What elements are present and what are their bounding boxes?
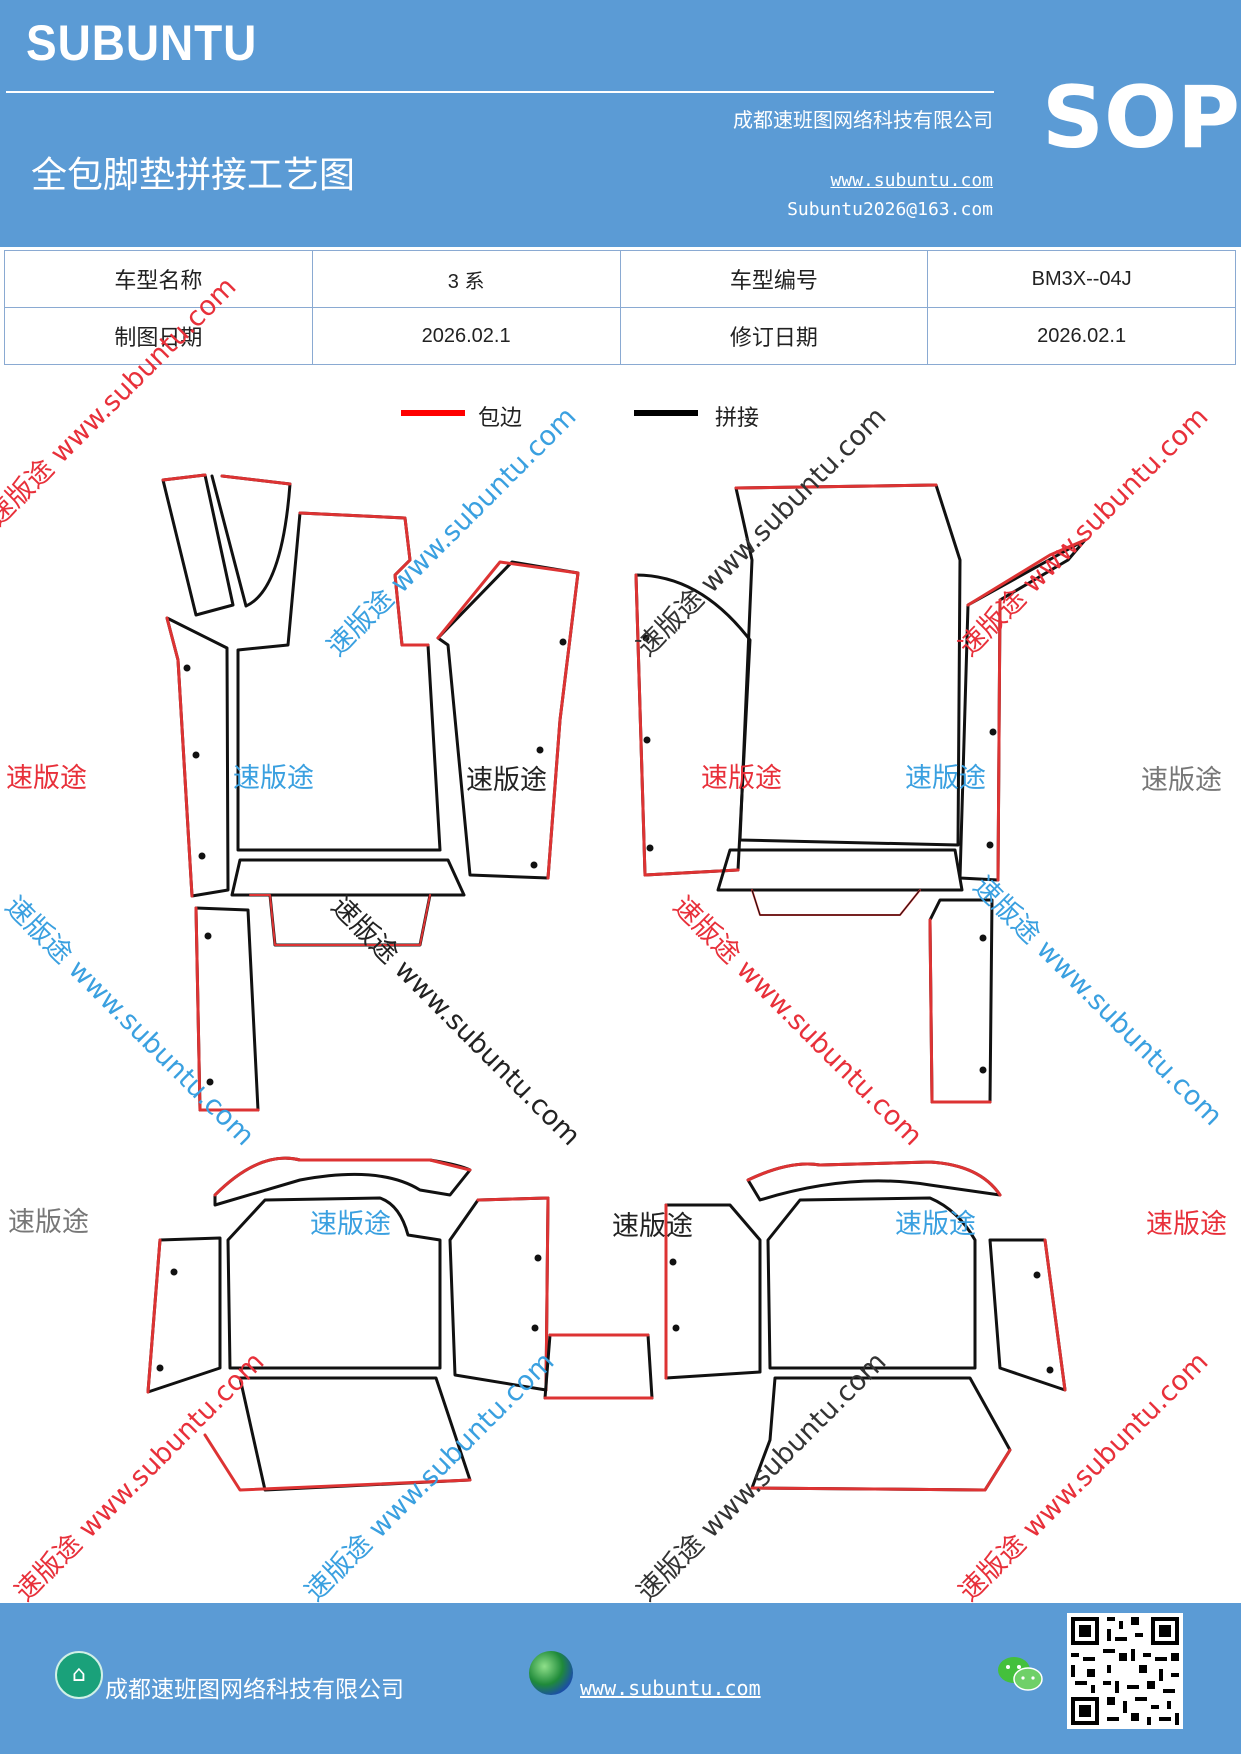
header-banner: SUBUNTU 成都速班图网络科技有限公司 全包脚垫拼接工艺图 www.subu… [0, 0, 1241, 247]
hole-dot [156, 1364, 164, 1372]
hole-dot [198, 852, 206, 860]
front-right-mat-set [634, 483, 1087, 1104]
page-title: 全包脚垫拼接工艺图 [31, 155, 356, 196]
hole-dot [979, 1066, 987, 1074]
header-divider [6, 91, 994, 93]
header-website-link[interactable]: www.subuntu.com [830, 170, 993, 191]
table-row: 车型名称 3 系 车型编号 BM3X--04J [4, 250, 1236, 308]
hole-dot [672, 1324, 680, 1332]
hole-dot [643, 736, 651, 744]
rear-right-mat-set [664, 1160, 1067, 1492]
watermark-text: 速版途 [905, 763, 986, 794]
draw-date-value: 2026.02.1 [311, 307, 621, 365]
model-code-label: 车型编号 [619, 250, 929, 308]
legend-join-swatch [634, 410, 698, 416]
legend-edge-label: 包边 [478, 406, 523, 431]
watermark-text: 速版途 [8, 1207, 89, 1238]
wechat-icon [998, 1657, 1043, 1691]
watermark-text: 速版途 [1141, 765, 1222, 796]
watermark-text: 速版途 [466, 765, 547, 796]
revise-date-label: 修订日期 [619, 307, 929, 365]
model-code-value: BM3X--04J [927, 250, 1236, 308]
globe-icon [529, 1651, 573, 1695]
mounting-holes [156, 634, 1054, 1374]
hole-dot [534, 1254, 542, 1262]
front-left-mat-set [161, 473, 580, 1112]
header-company: 成都速班图网络科技有限公司 [733, 108, 993, 132]
doc-type-label: SOP [1042, 68, 1241, 168]
draw-date-label: 制图日期 [4, 307, 313, 365]
hole-dot [183, 664, 191, 672]
hole-dot [531, 1324, 539, 1332]
qr-code[interactable] [1067, 1613, 1183, 1729]
mat-diagram [146, 473, 1087, 1492]
hole-dot [530, 861, 538, 869]
hole-dot [646, 844, 654, 852]
watermark-text: 速版途 [310, 1209, 391, 1240]
header-email: Subuntu2026@163.com [787, 199, 993, 220]
hole-dot [192, 751, 200, 759]
footer-website-link[interactable]: www.subuntu.com [580, 1676, 761, 1700]
hole-dot [559, 638, 567, 646]
hole-dot [979, 934, 987, 942]
watermark-text: 速版途 [233, 763, 314, 794]
company-house-icon: ⌂ [55, 1651, 103, 1699]
legend-join-label: 拼接 [715, 406, 760, 431]
hole-dot [986, 841, 994, 849]
watermark-text: 速版途 [612, 1211, 693, 1242]
rear-left-mat-set [146, 1156, 654, 1492]
hole-dot [1033, 1271, 1041, 1279]
footer-company: 成都速班图网络科技有限公司 [105, 1677, 404, 1703]
watermark-text: 速版途 [895, 1209, 976, 1240]
hole-dot [669, 1258, 677, 1266]
table-row: 制图日期 2026.02.1 修订日期 2026.02.1 [4, 307, 1236, 365]
watermark-text: 速版途 [1146, 1209, 1227, 1240]
brand-logo: SUBUNTU [26, 15, 258, 71]
hole-dot [206, 1078, 214, 1086]
hole-dot [170, 1268, 178, 1276]
hole-dot [642, 634, 650, 642]
watermark-text: 速版途 [701, 763, 782, 794]
hole-dot [1046, 1366, 1054, 1374]
info-table: 车型名称 3 系 车型编号 BM3X--04J 制图日期 2026.02.1 修… [4, 250, 1236, 365]
hole-dot [204, 932, 212, 940]
watermark-text: 速版途 [6, 763, 87, 794]
hole-dot [989, 728, 997, 736]
legend-edge-swatch [401, 410, 465, 416]
model-name-label: 车型名称 [4, 250, 313, 308]
revise-date-value: 2026.02.1 [927, 307, 1236, 365]
hole-dot [536, 746, 544, 754]
model-name-value: 3 系 [311, 250, 621, 308]
